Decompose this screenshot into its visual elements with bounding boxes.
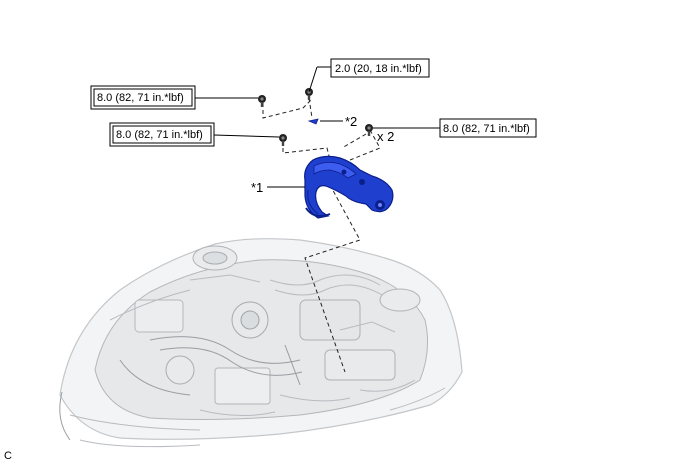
torque-box-mid-left: 8.0 (82, 71 in.*lbf) (109, 122, 215, 147)
clip-part-2 (307, 118, 319, 125)
callout-part-1: *1 (251, 180, 263, 195)
engine-bay-illustration (59, 238, 463, 448)
torque-box-right: 8.0 (82, 71 in.*lbf) (439, 118, 537, 138)
torque-box-top-left: 8.0 (82, 71 in.*lbf) (90, 85, 196, 110)
bolt-top-left (258, 95, 266, 107)
bolt-right (365, 124, 373, 136)
callout-part-2: *2 (345, 114, 357, 129)
callout-quantity: x 2 (377, 129, 394, 144)
bracket-part-1 (304, 155, 394, 219)
svg-text:8.0 (82, 71 in.*lbf): 8.0 (82, 71 in.*lbf) (116, 129, 203, 141)
torque-box-top-right: 2.0 (20, 18 in.*lbf) (330, 58, 430, 78)
svg-text:2.0 (20, 18 in.*lbf): 2.0 (20, 18 in.*lbf) (335, 63, 422, 75)
corner-code: C (4, 450, 12, 462)
bolt-mid-left (279, 134, 287, 146)
svg-text:8.0 (82, 71 in.*lbf): 8.0 (82, 71 in.*lbf) (97, 92, 184, 104)
svg-text:8.0 (82, 71 in.*lbf): 8.0 (82, 71 in.*lbf) (443, 123, 530, 135)
guide-lines (262, 97, 381, 373)
bolt-top-right (305, 88, 313, 100)
leader-lines (195, 66, 440, 188)
